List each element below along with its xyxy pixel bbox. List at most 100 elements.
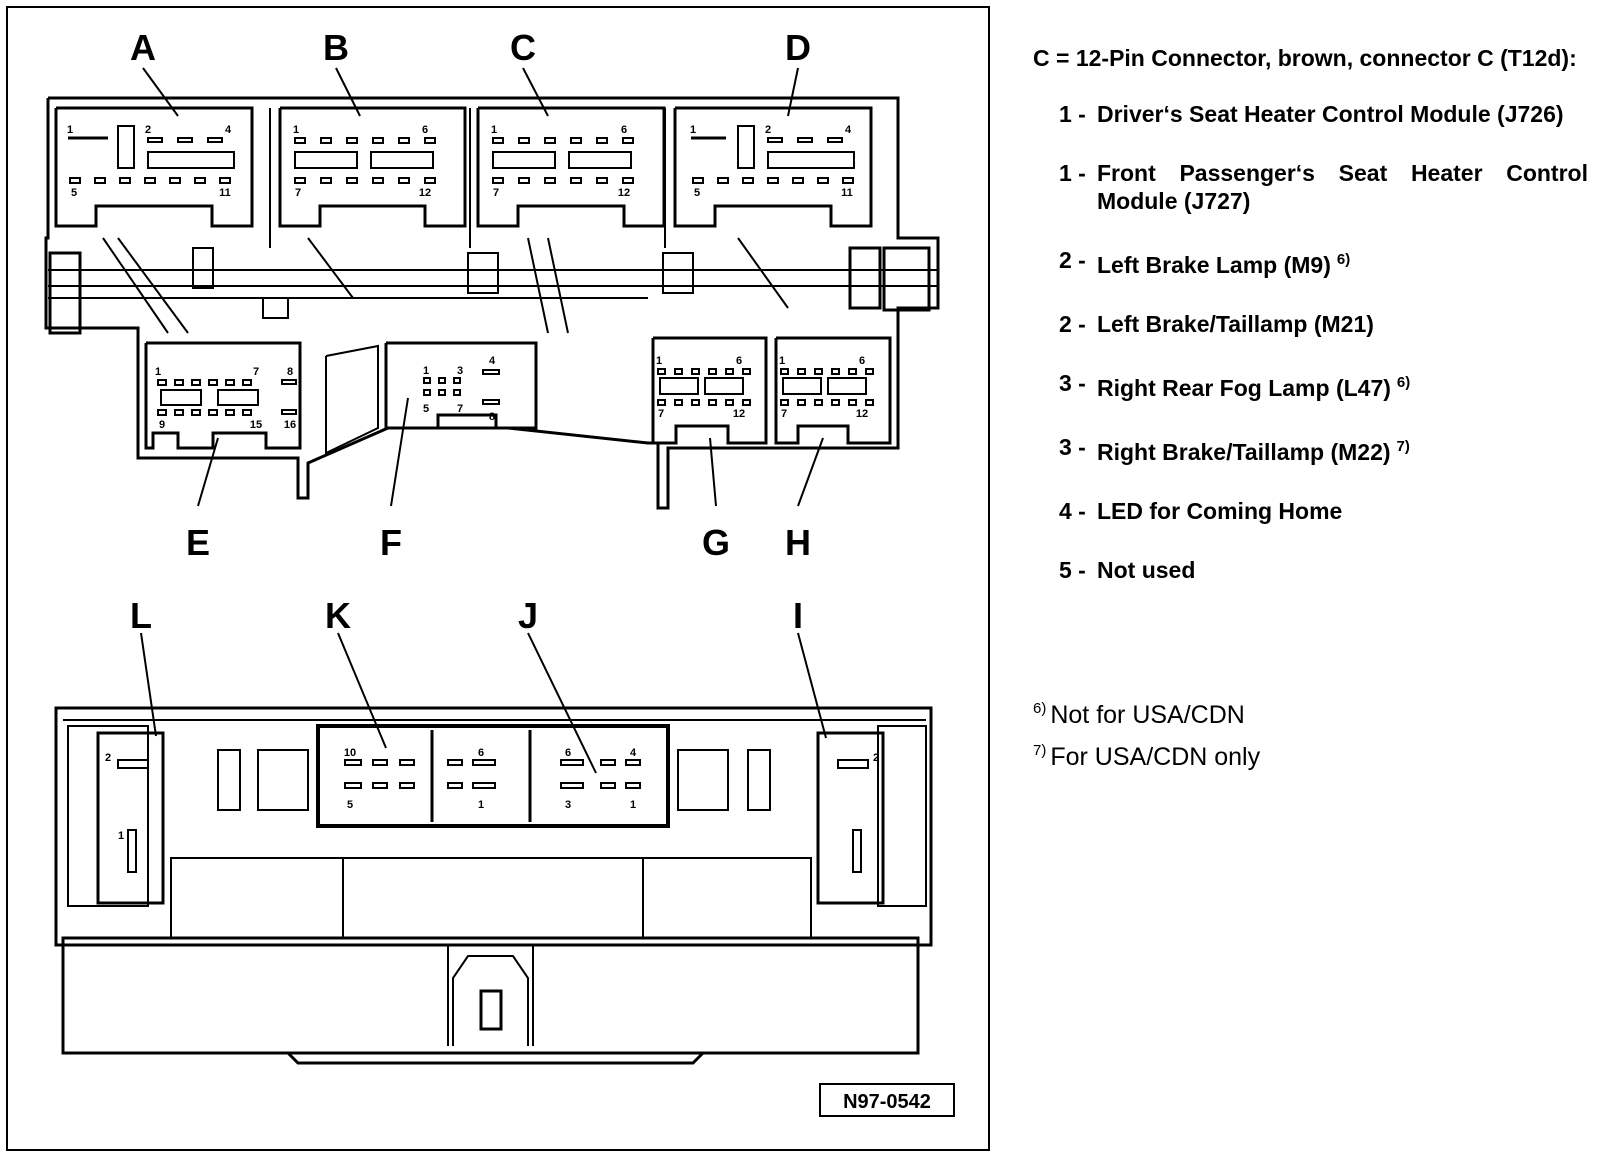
pin-cavity xyxy=(568,151,632,169)
pin-cavity xyxy=(518,177,530,184)
pin-number: 11 xyxy=(219,187,231,199)
pin-cavity xyxy=(544,137,556,144)
legend-item: 2 -Left Brake/Taillamp (M21) xyxy=(1059,310,1588,338)
pin-number: 1 xyxy=(423,365,429,377)
pin-cavity xyxy=(207,137,223,143)
pin-number: 2 xyxy=(105,752,111,764)
pin-number: 11 xyxy=(841,187,853,199)
pin-cavity xyxy=(346,137,358,144)
pin-cavity xyxy=(659,377,699,395)
pin-cavity xyxy=(600,782,616,789)
legend-pin: 3 - xyxy=(1059,370,1086,396)
pin-cavity xyxy=(742,177,754,184)
pin-cavity xyxy=(708,399,717,406)
pin-number: 9 xyxy=(159,419,165,431)
connector-letter: G xyxy=(702,522,730,563)
pin-cavity xyxy=(622,137,634,144)
pin-cavity xyxy=(837,759,869,769)
pin-cavity xyxy=(447,759,463,766)
pin-cavity xyxy=(827,377,867,395)
pin-number: 1 xyxy=(478,799,484,811)
pin-cavity xyxy=(424,137,436,144)
legend-text: Left Brake Lamp (M9)6) xyxy=(1097,251,1351,278)
pin-cavity xyxy=(372,782,388,789)
pin-cavity xyxy=(767,137,783,143)
pin-number: 1 xyxy=(155,366,161,378)
pin-number: 15 xyxy=(250,419,262,431)
legend-text: Right Brake/Taillamp (M22)7) xyxy=(1097,438,1410,465)
pin-cavity xyxy=(622,177,634,184)
pin-cavity xyxy=(372,177,384,184)
clip-outline xyxy=(467,252,499,294)
pin-number: 6 xyxy=(736,355,742,367)
pin-cavity xyxy=(208,379,218,386)
housing-outline xyxy=(877,725,927,907)
pin-number: 6 xyxy=(859,355,865,367)
pin-cavity xyxy=(725,368,734,375)
pin-cavity xyxy=(117,759,149,769)
pin-number: 5 xyxy=(347,799,353,811)
legend-item: 5 - Not used xyxy=(1059,556,1588,584)
connector-housing xyxy=(316,724,670,828)
connector-housing xyxy=(54,106,254,228)
pin-number: 7 xyxy=(253,366,259,378)
harness-line xyxy=(307,237,354,299)
pin-cavity xyxy=(219,177,231,184)
pin-number: 12 xyxy=(419,187,431,199)
pin-number: 3 xyxy=(457,365,463,377)
pin-cavity xyxy=(596,137,608,144)
legend-item: 2 -Left Brake Lamp (M9)6) xyxy=(1059,246,1588,279)
pin-number: 8 xyxy=(489,411,495,423)
pin-cavity xyxy=(370,151,434,169)
pin-number: 1 xyxy=(67,124,73,136)
connector-letter: B xyxy=(323,27,349,68)
pin-cavity xyxy=(225,379,235,386)
legend: C = 12-Pin Connector, brown, connector C… xyxy=(1033,44,1588,615)
pin-cavity xyxy=(281,379,297,385)
pin-cavity xyxy=(423,377,431,384)
pin-cavity xyxy=(725,399,734,406)
legend-text: Front Passenger‘s Seat Heater Control Mo… xyxy=(1097,160,1588,214)
legend-text: Not used xyxy=(1097,557,1196,583)
clip-outline xyxy=(262,297,289,319)
pin-number: 1 xyxy=(656,355,662,367)
pin-cavity xyxy=(472,759,496,766)
housing-outline xyxy=(325,344,379,455)
pin-number: 1 xyxy=(690,124,696,136)
pin-number: 2 xyxy=(873,752,879,764)
pin-cavity xyxy=(399,759,415,766)
pin-number: 16 xyxy=(284,419,296,431)
pin-cavity xyxy=(600,759,616,766)
connector-letter: A xyxy=(130,27,156,68)
legend-pin: 5 - xyxy=(1059,557,1086,583)
pin-cavity xyxy=(372,137,384,144)
pin-cavity xyxy=(94,177,106,184)
legend-text: LED for Coming Home xyxy=(1097,498,1343,524)
pin-cavity xyxy=(827,137,843,143)
pin-cavity xyxy=(398,137,410,144)
pin-cavity xyxy=(742,399,751,406)
pin-cavity xyxy=(674,368,683,375)
legend-text: Driver‘s Seat Heater Control Module (J72… xyxy=(1097,101,1564,127)
legend-pin: 1 - xyxy=(1059,101,1086,127)
pin-cavity xyxy=(157,409,167,416)
footnote-ref: 6) xyxy=(1396,374,1411,391)
pin-cavity xyxy=(344,782,362,789)
pin-cavity xyxy=(848,399,857,406)
connector-letter: I xyxy=(793,595,803,636)
pin-cavity xyxy=(560,782,584,789)
relay-slot xyxy=(677,749,729,811)
pin-cavity xyxy=(320,177,332,184)
housing-outline xyxy=(286,1051,705,1065)
footnote-text: Not for USA/CDN xyxy=(1050,701,1245,729)
pin-cavity xyxy=(69,177,81,184)
pin-number: 7 xyxy=(457,403,463,415)
pin-number: 1 xyxy=(779,355,785,367)
connector-housing xyxy=(651,336,768,445)
pin-cavity xyxy=(482,369,500,375)
pin-number: 8 xyxy=(287,366,293,378)
pin-cavity xyxy=(767,177,779,184)
clip-outline xyxy=(848,246,882,310)
